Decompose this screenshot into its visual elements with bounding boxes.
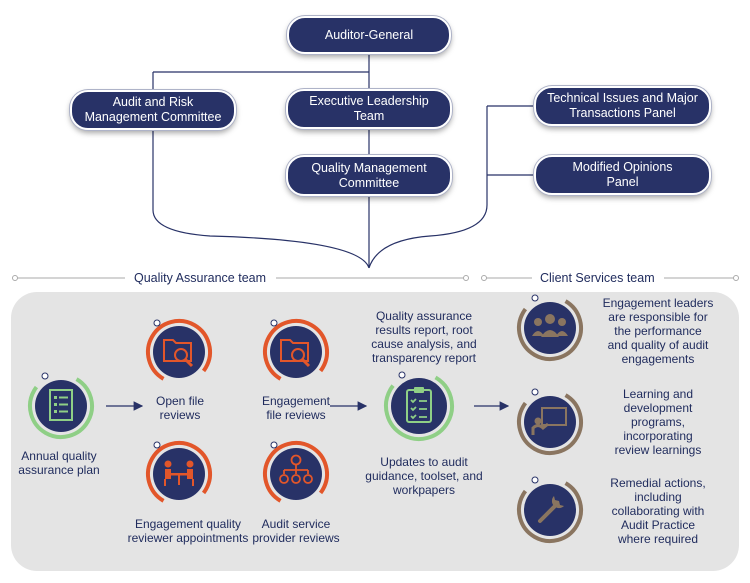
engagement-file-reviews-label: Engagement file reviews	[261, 394, 331, 422]
people-group-icon	[517, 294, 583, 362]
process-panel	[11, 292, 739, 571]
updates-label: Updates to audit guidance, toolset, and …	[365, 455, 483, 497]
executive-leadership-box: Executive Leadership Team	[286, 89, 452, 129]
modified-opinions-panel-box: Modified Opinions Panel	[534, 155, 711, 195]
open-file-reviews-label: Open file reviews	[155, 394, 205, 422]
eq-reviewer-label: Engagement quality reviewer appointments	[127, 517, 249, 545]
org-chart-icon	[263, 441, 329, 507]
learning-development-label: Learning and development programs, incor…	[614, 387, 702, 457]
quality-management-committee-box: Quality Management Committee	[286, 155, 452, 196]
provider-reviews-label: Audit service provider reviews	[252, 517, 340, 545]
remedial-actions-label: Remedial actions, including collaboratin…	[610, 476, 706, 546]
engagement-leaders-label: Engagement leaders are responsible for t…	[602, 296, 714, 366]
client-services-team-label: Client Services team	[534, 270, 661, 286]
folder-search-icon	[263, 319, 329, 385]
presentation-icon	[517, 388, 583, 456]
folder-search-icon	[146, 319, 212, 385]
clipboard-icon	[384, 371, 454, 441]
wrench-icon	[517, 476, 583, 543]
technical-issues-panel-box: Technical Issues and Major Transactions …	[534, 86, 711, 126]
meeting-icon	[146, 441, 212, 507]
checklist-icon	[28, 372, 94, 440]
auditor-general-box: Auditor-General	[287, 16, 451, 54]
audit-risk-committee-box: Audit and Risk Management Committee	[70, 90, 236, 130]
quality-assurance-team-label: Quality Assurance team	[128, 270, 273, 286]
annual-plan-label: Annual quality assurance plan	[18, 449, 100, 477]
qa-results-label: Quality assurance results report, root c…	[371, 309, 477, 365]
